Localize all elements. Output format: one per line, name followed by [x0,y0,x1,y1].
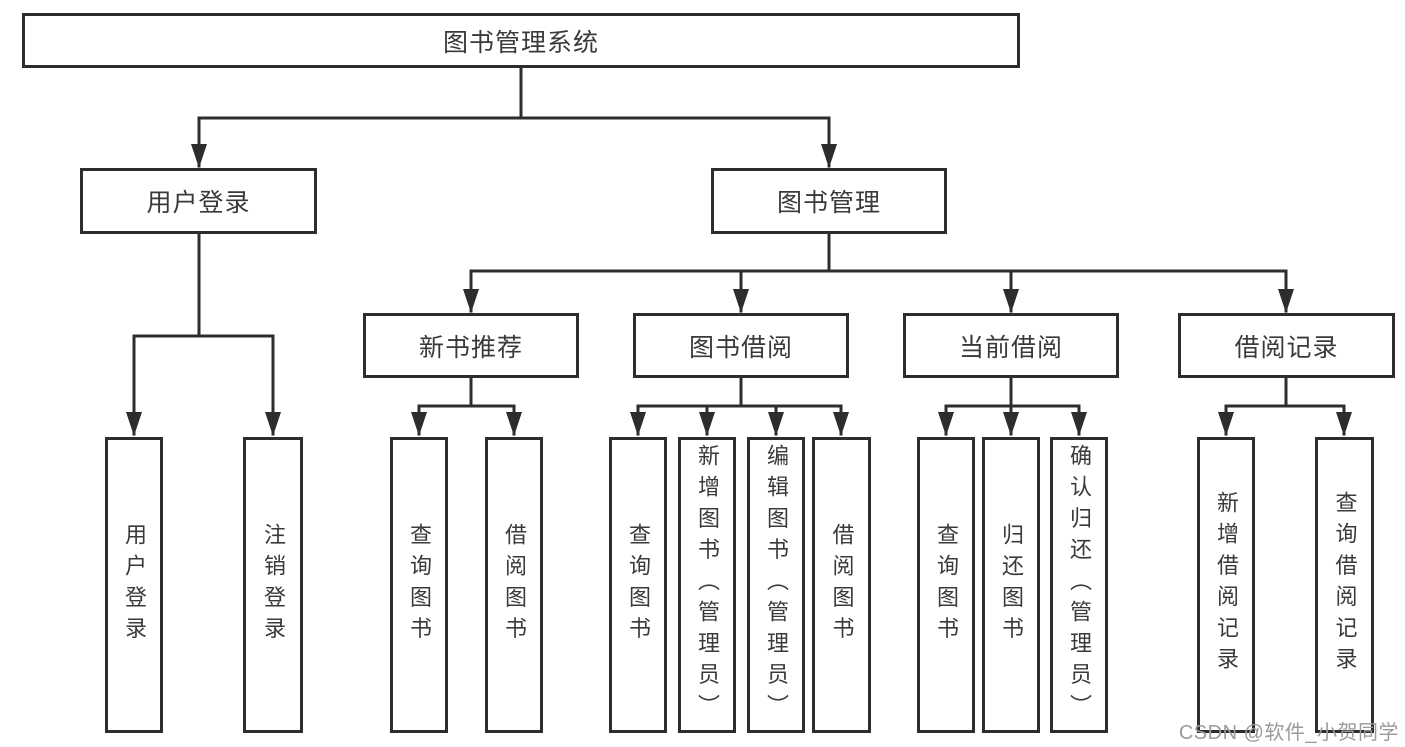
node-new-book-recommend: 新书推荐 [363,313,579,378]
edge-new-book-to-leaves [411,376,522,436]
edge-book-borrowing-to-leaves [630,376,849,436]
node-book-borrowing: 图书借阅 [633,313,849,378]
leaf-logout: 注销登录 [243,437,303,733]
leaf-add-books-admin: 新增图书（管理员） [678,437,736,733]
leaf-return-books: 归还图书 [982,437,1040,733]
node-root-system: 图书管理系统 [22,13,1020,68]
leaf-query-borrow-record: 查询借阅记录 [1315,437,1374,733]
node-user-login: 用户登录 [80,168,317,234]
edge-root-to-level2 [191,66,837,168]
leaf-add-borrow-record: 新增借阅记录 [1197,437,1255,733]
edge-borrowing-records-to-leaves [1218,376,1352,436]
edge-book-management-to-level3 [463,232,1294,313]
node-current-borrowing: 当前借阅 [903,313,1119,378]
leaf-user-login: 用户登录 [105,437,163,733]
node-book-management: 图书管理 [711,168,947,234]
node-borrowing-records: 借阅记录 [1178,313,1395,378]
leaf-query-books: 查询图书 [609,437,667,733]
leaf-confirm-return-admin: 确认归还（管理员） [1050,437,1108,733]
leaf-query-books: 查询图书 [390,437,448,733]
leaf-query-books: 查询图书 [917,437,975,733]
leaf-edit-books-admin: 编辑图书（管理员） [747,437,805,733]
watermark: CSDN @软件_小贺同学 [1178,722,1399,744]
leaf-borrow-books: 借阅图书 [812,437,871,733]
edge-user-login-to-leaves [126,232,281,436]
edge-current-borrowing-to-leaves [938,376,1087,436]
leaf-borrow-books: 借阅图书 [485,437,543,733]
